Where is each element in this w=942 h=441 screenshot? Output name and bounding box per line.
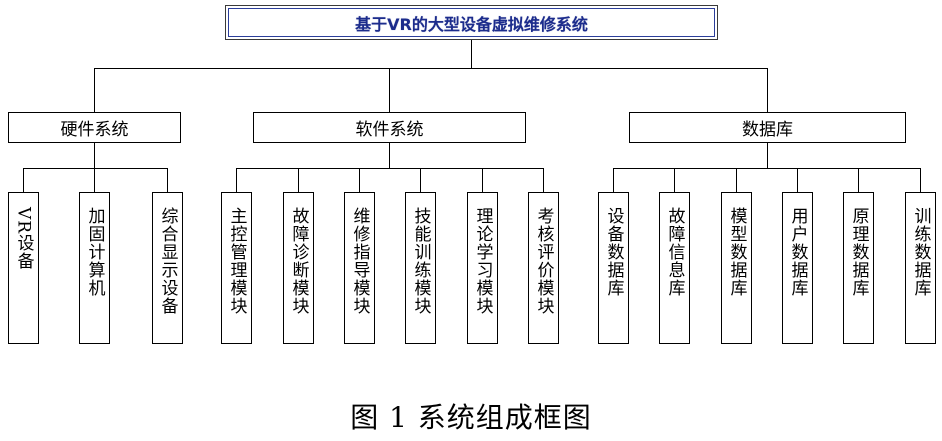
database-leaf-5-line bbox=[858, 168, 859, 192]
leaf-model-database: 模型数据库 bbox=[721, 192, 752, 344]
database-drop-line bbox=[767, 68, 768, 112]
leaf-label: VR设备 bbox=[13, 207, 34, 271]
leaf-label: 考核评价模块 bbox=[533, 207, 554, 315]
leaf-fault-info-database: 故障信息库 bbox=[659, 192, 690, 344]
leaf-assessment-module: 考核评价模块 bbox=[528, 192, 559, 344]
leaf-main-control-module: 主控管理模块 bbox=[221, 192, 252, 344]
category-software: 软件系统 bbox=[253, 112, 526, 143]
category-database: 数据库 bbox=[629, 112, 906, 143]
leaf-integrated-display: 综合显示设备 bbox=[152, 192, 183, 344]
category-software-label: 软件系统 bbox=[355, 120, 424, 140]
leaf-vr-device: VR设备 bbox=[8, 192, 39, 344]
hardware-stem-line bbox=[94, 143, 95, 168]
leaf-maintenance-guide-module: 维修指导模块 bbox=[344, 192, 375, 344]
software-leaf-2-line bbox=[298, 168, 299, 192]
root-system-title: 基于VR的大型设备虚拟维修系统 bbox=[355, 14, 588, 34]
software-bus-line bbox=[236, 168, 544, 169]
software-drop-line bbox=[389, 68, 390, 112]
category-hardware: 硬件系统 bbox=[8, 112, 181, 143]
leaf-fault-diagnosis-module: 故障诊断模块 bbox=[283, 192, 314, 344]
database-leaf-1-line bbox=[613, 168, 614, 192]
hardware-leaf-3-line bbox=[167, 168, 168, 192]
leaf-skill-training-module: 技能训练模块 bbox=[405, 192, 436, 344]
leaf-label: 故障信息库 bbox=[664, 207, 685, 297]
leaf-label: 用户数据库 bbox=[787, 207, 808, 297]
category-database-label: 数据库 bbox=[742, 120, 793, 140]
leaf-equipment-database: 设备数据库 bbox=[598, 192, 629, 344]
software-leaf-1-line bbox=[236, 168, 237, 192]
leaf-label: 技能训练模块 bbox=[410, 207, 431, 315]
hardware-leaf-1-line bbox=[23, 168, 24, 192]
leaf-theory-study-module: 理论学习模块 bbox=[467, 192, 498, 344]
database-leaf-6-line bbox=[920, 168, 921, 192]
category-hardware-label: 硬件系统 bbox=[60, 120, 129, 140]
database-leaf-3-line bbox=[736, 168, 737, 192]
root-bus-line bbox=[94, 68, 768, 69]
leaf-label: 维修指导模块 bbox=[349, 207, 370, 315]
database-bus-line bbox=[613, 168, 921, 169]
leaf-hardened-computer: 加固计算机 bbox=[79, 192, 110, 344]
root-system-box: 基于VR的大型设备虚拟维修系统 bbox=[225, 5, 718, 40]
database-stem-line bbox=[767, 143, 768, 168]
database-leaf-2-line bbox=[674, 168, 675, 192]
leaf-label: 设备数据库 bbox=[603, 207, 624, 297]
software-leaf-5-line bbox=[482, 168, 483, 192]
software-leaf-3-line bbox=[359, 168, 360, 192]
leaf-training-database: 训练数据库 bbox=[905, 192, 936, 344]
hardware-drop-line bbox=[94, 68, 95, 112]
leaf-label: 加固计算机 bbox=[84, 207, 105, 297]
leaf-user-database: 用户数据库 bbox=[782, 192, 813, 344]
hardware-bus-line bbox=[23, 168, 168, 169]
database-leaf-4-line bbox=[797, 168, 798, 192]
software-stem-line bbox=[389, 143, 390, 168]
figure-caption: 图 1 系统组成框图 bbox=[350, 401, 592, 434]
leaf-principle-database: 原理数据库 bbox=[843, 192, 874, 344]
leaf-label: 故障诊断模块 bbox=[288, 207, 309, 315]
hardware-leaf-2-line bbox=[94, 168, 95, 192]
software-leaf-4-line bbox=[420, 168, 421, 192]
leaf-label: 理论学习模块 bbox=[472, 207, 493, 315]
root-stem-line bbox=[471, 40, 472, 69]
leaf-label: 主控管理模块 bbox=[226, 207, 247, 315]
leaf-label: 综合显示设备 bbox=[157, 207, 178, 315]
leaf-label: 训练数据库 bbox=[910, 207, 931, 297]
leaf-label: 原理数据库 bbox=[848, 207, 869, 297]
leaf-label: 模型数据库 bbox=[726, 207, 747, 297]
software-leaf-6-line bbox=[543, 168, 544, 192]
